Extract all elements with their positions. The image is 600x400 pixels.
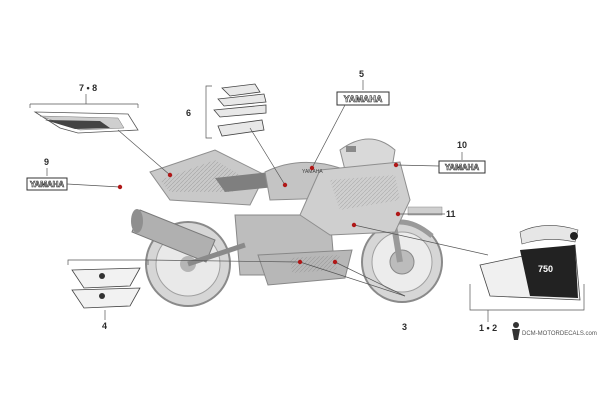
callout-6: 6 xyxy=(186,108,192,118)
callout-10: 10 xyxy=(457,140,468,150)
yamaha-decal-9: YAMAHA xyxy=(26,177,68,191)
callout-3: 3 xyxy=(402,322,408,332)
leader-lines xyxy=(29,80,585,322)
yamaha-decal-10: YAMAHA xyxy=(438,160,486,174)
callout-1-2: 1 • 2 xyxy=(479,323,498,333)
exhaust xyxy=(131,209,216,263)
stripe-decal-sketches xyxy=(213,83,267,137)
yamaha-decal-5: YAMAHA xyxy=(336,91,390,106)
tank-logo-text: YAMAHA xyxy=(302,169,323,175)
callout-4: 4 xyxy=(102,321,108,331)
brand-logo-icon xyxy=(512,322,520,340)
callout-7-8: 7 • 8 xyxy=(79,83,98,93)
callout-11: 11 xyxy=(446,209,456,219)
reference-dots xyxy=(117,162,401,265)
tail-decal-sketch xyxy=(33,111,139,134)
model-number-decal: 750 xyxy=(538,264,553,274)
brand-watermark: DCM-MOTORDECALS.com xyxy=(522,331,597,337)
callout-9: 9 xyxy=(44,157,50,167)
motorcycle-illustration: YAMAHA xyxy=(131,138,443,307)
svg-text:YAMAHA: YAMAHA xyxy=(30,180,65,189)
svg-text:YAMAHA: YAMAHA xyxy=(445,163,480,172)
callout-5: 5 xyxy=(359,69,365,79)
side-panel-decal-sketches xyxy=(71,267,141,309)
mid-fairing-decal xyxy=(407,206,443,216)
fairing-side-decal-sketch: 750 xyxy=(479,225,581,301)
svg-text:YAMAHA: YAMAHA xyxy=(344,94,383,104)
